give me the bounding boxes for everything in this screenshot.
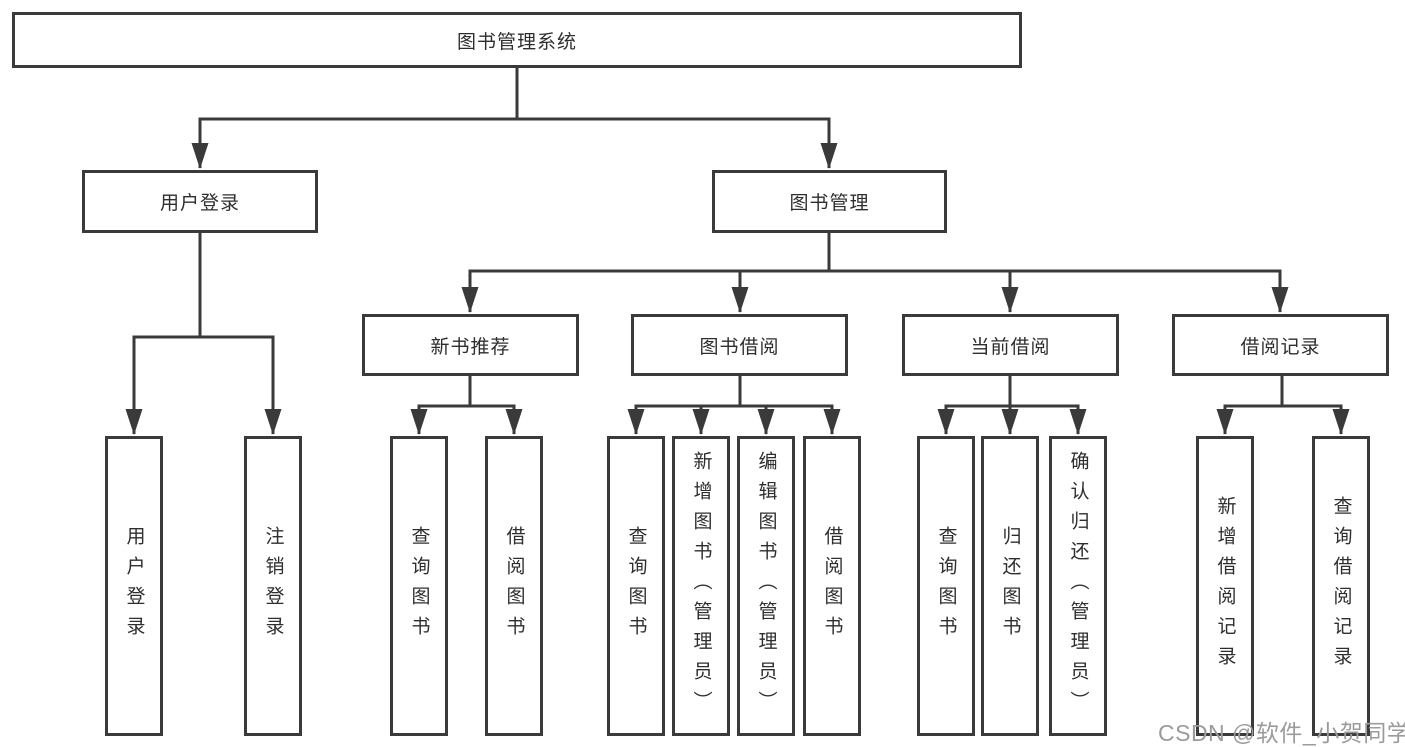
node-book-borrowing: 图书借阅: [631, 314, 848, 376]
leaf-query-book-recommend: 查询图书: [390, 436, 448, 736]
leaf-add-book-admin: 新增图书（管理员）: [672, 436, 730, 736]
leaf-label: 查询图书: [625, 526, 647, 646]
leaf-query-borrow-record: 查询借阅记录: [1312, 436, 1370, 736]
leaf-borrow-book-borrowing: 借阅图书: [803, 436, 861, 736]
leaf-add-borrow-record: 新增借阅记录: [1196, 436, 1254, 736]
leaf-confirm-return-admin: 确认归还（管理员）: [1049, 436, 1107, 736]
leaf-query-book-borrowing: 查询图书: [607, 436, 665, 736]
csdn-watermark: CSDN @软件_小贺同学: [1158, 720, 1405, 746]
leaf-label: 查询图书: [935, 526, 957, 646]
leaf-return-book: 归还图书: [981, 436, 1039, 736]
connector-borrow-records-to-leaves: [1216, 376, 1350, 435]
leaf-logout: 注销登录: [244, 436, 302, 736]
connector-book-borrow-to-leaves: [627, 376, 841, 435]
leaf-query-book-current: 查询图书: [917, 436, 975, 736]
connector-current-borrow-to-leaves: [937, 376, 1087, 435]
node-book-management: 图书管理: [712, 170, 947, 233]
node-label: 图书管理: [789, 193, 870, 214]
node-label: 图书借阅: [699, 336, 780, 358]
leaf-label: 归还图书: [999, 526, 1021, 646]
node-label: 借阅记录: [1240, 336, 1321, 358]
leaf-user-login: 用户登录: [105, 436, 163, 736]
node-user-login: 用户登录: [82, 170, 318, 233]
node-new-book-recommend: 新书推荐: [362, 314, 579, 376]
node-label: 图书管理系统: [456, 31, 577, 53]
leaf-label: 用户登录: [123, 526, 145, 646]
connector-root-to-level2: [191, 68, 838, 169]
node-library-management-system: 图书管理系统: [12, 12, 1022, 68]
node-label: 新书推荐: [430, 336, 511, 358]
node-label: 用户登录: [159, 193, 240, 214]
leaf-label: 借阅图书: [821, 526, 843, 646]
connector-user-login-to-leaves: [125, 233, 282, 435]
leaf-label: 新增借阅记录: [1214, 496, 1236, 676]
connector-book-mgmt-to-level3: [461, 233, 1289, 313]
leaf-edit-book-admin: 编辑图书（管理员）: [737, 436, 795, 736]
leaf-label: 编辑图书（管理员）: [755, 451, 777, 721]
leaf-label: 注销登录: [262, 526, 284, 646]
node-label: 当前借阅: [970, 336, 1051, 358]
leaf-label: 借阅图书: [503, 526, 525, 646]
leaf-borrow-book-recommend: 借阅图书: [485, 436, 543, 736]
leaf-label: 查询图书: [408, 526, 430, 646]
leaf-label: 确认归还（管理员）: [1067, 451, 1089, 721]
connector-new-book-rec-to-leaves: [410, 376, 523, 435]
node-borrowing-records: 借阅记录: [1172, 314, 1389, 376]
leaf-label: 查询借阅记录: [1330, 496, 1352, 676]
leaf-label: 新增图书（管理员）: [690, 451, 712, 721]
node-current-borrowing: 当前借阅: [902, 314, 1119, 376]
